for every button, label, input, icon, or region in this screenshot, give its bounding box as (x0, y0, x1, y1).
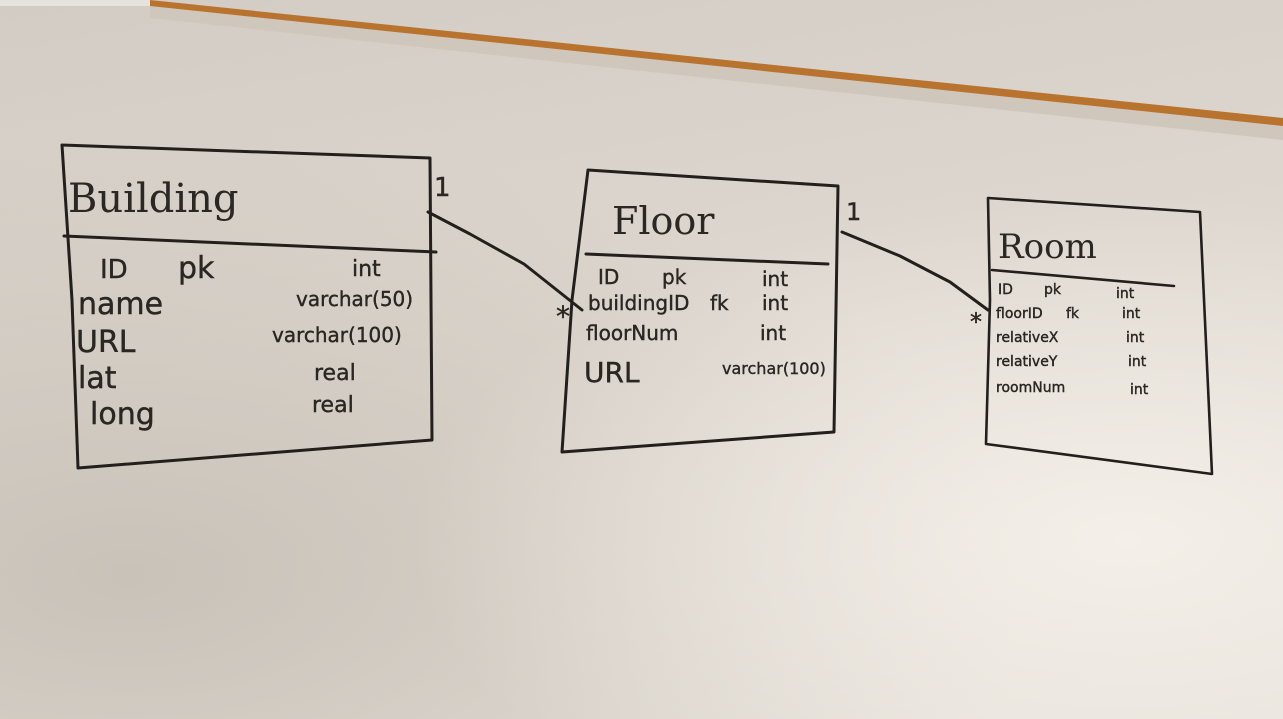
building-field-type-0: int (352, 257, 381, 282)
relationship-building-floor: 1 * (426, 173, 584, 333)
floor-field-name-1: buildingID (588, 291, 689, 315)
room-field-name-3: relativeY (996, 354, 1058, 370)
cardinality-one: 1 (434, 173, 451, 203)
room-field-type-4: int (1130, 382, 1149, 398)
building-field-key-0: pk (178, 251, 215, 286)
building-field-type-2: varchar(100) (272, 323, 402, 347)
room-field-key-1: fk (1066, 306, 1080, 322)
building-divider (62, 234, 438, 254)
entity-building: Building ID pk int name varchar(50) URL … (60, 143, 438, 470)
floor-field-type-1: int (762, 291, 788, 315)
building-field-type-3: real (314, 361, 356, 386)
floor-field-key-0: pk (662, 265, 687, 289)
floor-field-name-2: floorNum (586, 321, 678, 345)
marker-tray (150, 0, 1283, 126)
entity-room: Room ID pk int floorID fk int relativeX … (984, 196, 1214, 476)
room-field-type-3: int (1128, 354, 1147, 370)
relationship-line (426, 210, 584, 312)
room-field-type-2: int (1126, 330, 1145, 346)
building-field-type-1: varchar(50) (296, 287, 413, 311)
cardinality-many: * (556, 300, 570, 333)
building-field-name-3: lat (78, 361, 117, 396)
room-field-name-0: ID (998, 282, 1013, 298)
building-title: Building (68, 176, 239, 222)
building-field-name-1: name (78, 287, 163, 322)
floor-field-name-0: ID (598, 265, 619, 289)
room-field-type-1: int (1122, 306, 1141, 322)
room-box (984, 196, 1214, 476)
room-field-name-2: relativeX (996, 330, 1059, 346)
floor-title: Floor (612, 199, 715, 243)
floor-field-type-2: int (760, 321, 786, 345)
room-field-key-0: pk (1044, 282, 1062, 298)
cardinality-one: 1 (846, 198, 861, 226)
floor-divider (584, 252, 830, 266)
building-field-type-4: real (312, 393, 354, 418)
entity-floor: Floor ID pk int buildingID fk int floorN… (560, 168, 840, 454)
building-box (60, 143, 434, 470)
floor-field-type-3: varchar(100) (722, 359, 826, 378)
room-field-name-4: roomNum (996, 380, 1065, 396)
floor-field-name-3: URL (584, 356, 640, 389)
relationship-line (840, 230, 990, 312)
room-field-name-1: floorID (996, 306, 1043, 322)
room-field-type-0: int (1116, 286, 1135, 302)
cardinality-many: * (970, 308, 982, 336)
floor-field-type-0: int (762, 267, 788, 291)
floor-box (560, 168, 840, 454)
room-title: Room (998, 227, 1097, 267)
relationship-floor-room: 1 * (840, 198, 990, 336)
building-field-name-2: URL (76, 325, 136, 360)
building-field-name-4: long (90, 397, 155, 432)
room-divider (990, 268, 1176, 288)
building-field-name-0: ID (100, 255, 128, 285)
floor-field-key-1: fk (710, 291, 729, 315)
